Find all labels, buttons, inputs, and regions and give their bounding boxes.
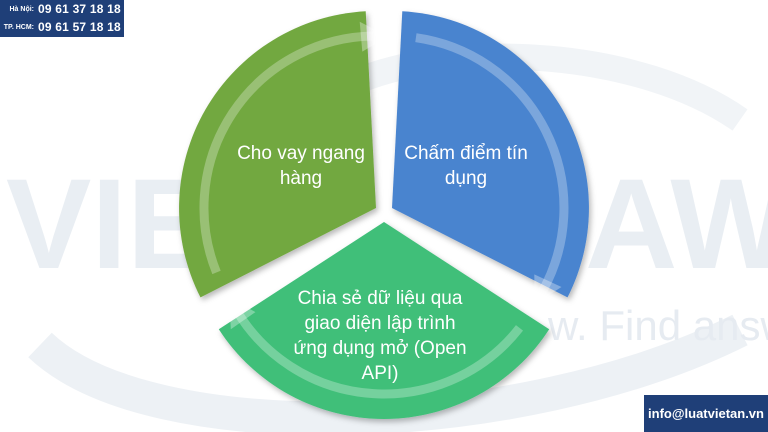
segment-wedge-credit-scoring bbox=[392, 11, 589, 298]
hotline-hanoi-label: Hà Nội: bbox=[9, 5, 35, 13]
segment-label-peer-lending: Cho vay ngang hàng bbox=[237, 143, 365, 189]
segment-label-open-api: Chia sẻ dữ liệu qua giao diện lập trình … bbox=[293, 288, 467, 384]
segment-wedge-open-api bbox=[218, 222, 550, 419]
segment-arc-peer-lending bbox=[199, 31, 374, 275]
segment-arc-credit-scoring bbox=[415, 33, 569, 294]
hotline-hanoi-number[interactable]: 09 61 37 18 18 bbox=[38, 2, 121, 16]
hotline-hcm-label: TP. HCM: bbox=[3, 23, 34, 31]
segment-open-api bbox=[218, 222, 550, 419]
segment-wedge-peer-lending bbox=[179, 11, 376, 298]
hotline-banner: Hà Nội: 09 61 37 18 18 TP. HCM: 09 61 57… bbox=[0, 0, 124, 37]
hotline-row-hcm: TP. HCM: 09 61 57 18 18 bbox=[0, 18, 124, 36]
email-banner[interactable]: info@luatvietan.vn bbox=[644, 395, 768, 432]
hotline-hcm-number[interactable]: 09 61 57 18 18 bbox=[38, 20, 121, 34]
segment-arrowhead-peer-lending bbox=[359, 21, 388, 52]
segment-peer-lending bbox=[179, 11, 388, 298]
segment-arc-open-api bbox=[232, 308, 524, 399]
segment-arrowhead-credit-scoring bbox=[534, 274, 562, 305]
segment-label-credit-scoring: Chấm điểm tín dụng bbox=[404, 143, 528, 189]
hotline-row-hanoi: Hà Nội: 09 61 37 18 18 bbox=[0, 0, 124, 18]
segment-arrowhead-open-api bbox=[229, 297, 256, 330]
segment-credit-scoring bbox=[392, 11, 589, 305]
